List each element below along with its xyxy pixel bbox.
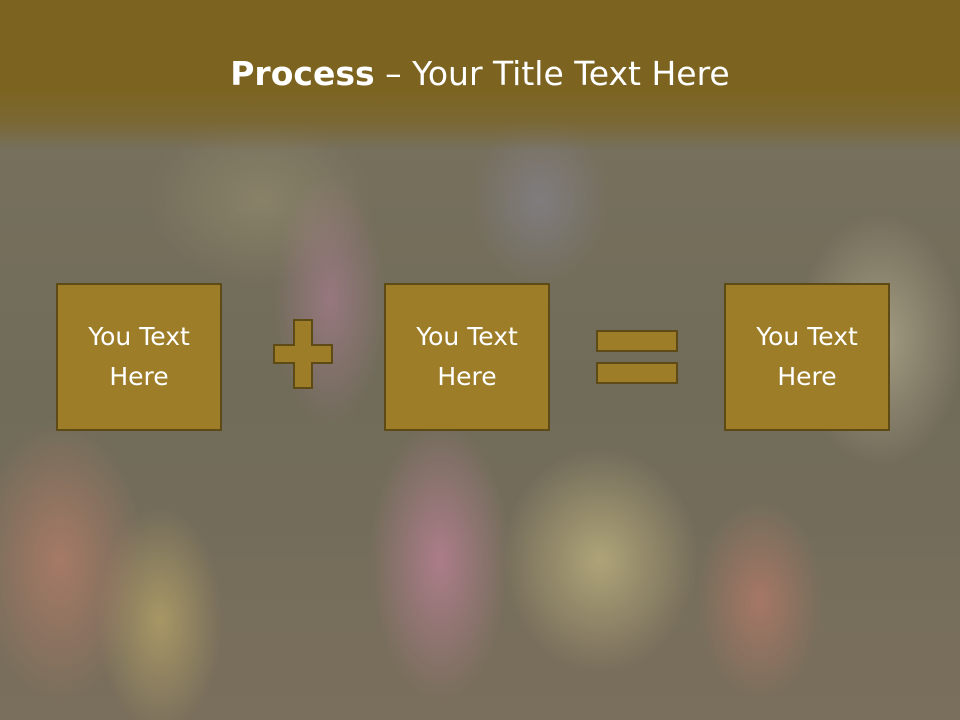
process-box-2-label: You Text Here (416, 322, 518, 391)
process-box-1[interactable]: You Text Here (56, 283, 222, 431)
process-box-3-label: You Text Here (756, 322, 858, 391)
slide-title: Process – Your Title Text Here (0, 52, 960, 96)
title-rest-text: – Your Title Text Here (374, 54, 730, 93)
title-banner (0, 0, 960, 150)
title-bold-text: Process (230, 54, 375, 93)
plus-icon (273, 319, 333, 389)
process-box-3[interactable]: You Text Here (724, 283, 890, 431)
process-box-2[interactable]: You Text Here (384, 283, 550, 431)
process-box-1-label: You Text Here (88, 322, 190, 391)
equals-icon (596, 330, 678, 384)
